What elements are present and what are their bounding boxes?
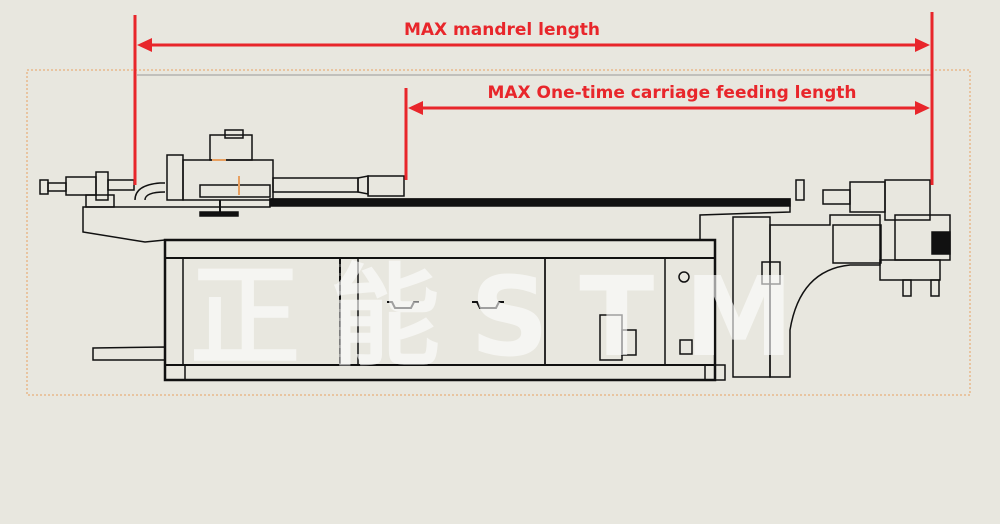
machine [39, 129, 951, 382]
watermark: 正能STM [190, 253, 824, 381]
top-rail [269, 198, 791, 207]
arrow-left-icon [408, 101, 423, 115]
panel-left [182, 257, 341, 366]
carriage-feeding-length-label: MAX One-time carriage feeding length [487, 83, 856, 103]
boundary-box [26, 69, 971, 396]
arrow-left-icon [137, 38, 152, 52]
mandrel-head [367, 175, 405, 197]
arrow-right-icon [915, 101, 930, 115]
arrow-right-icon [915, 38, 930, 52]
dimension-mandrel [133, 12, 934, 185]
clamp-cylinder [39, 179, 49, 195]
cabinet [163, 238, 717, 382]
bed-beam [82, 198, 791, 243]
mandrel-rod [272, 177, 359, 193]
bending-head [732, 179, 951, 378]
panel-right [544, 257, 666, 366]
dimension-carriage [404, 88, 930, 180]
mandrel-length-label: MAX mandrel length [404, 20, 600, 40]
carriage [166, 129, 274, 217]
tray [92, 346, 166, 361]
